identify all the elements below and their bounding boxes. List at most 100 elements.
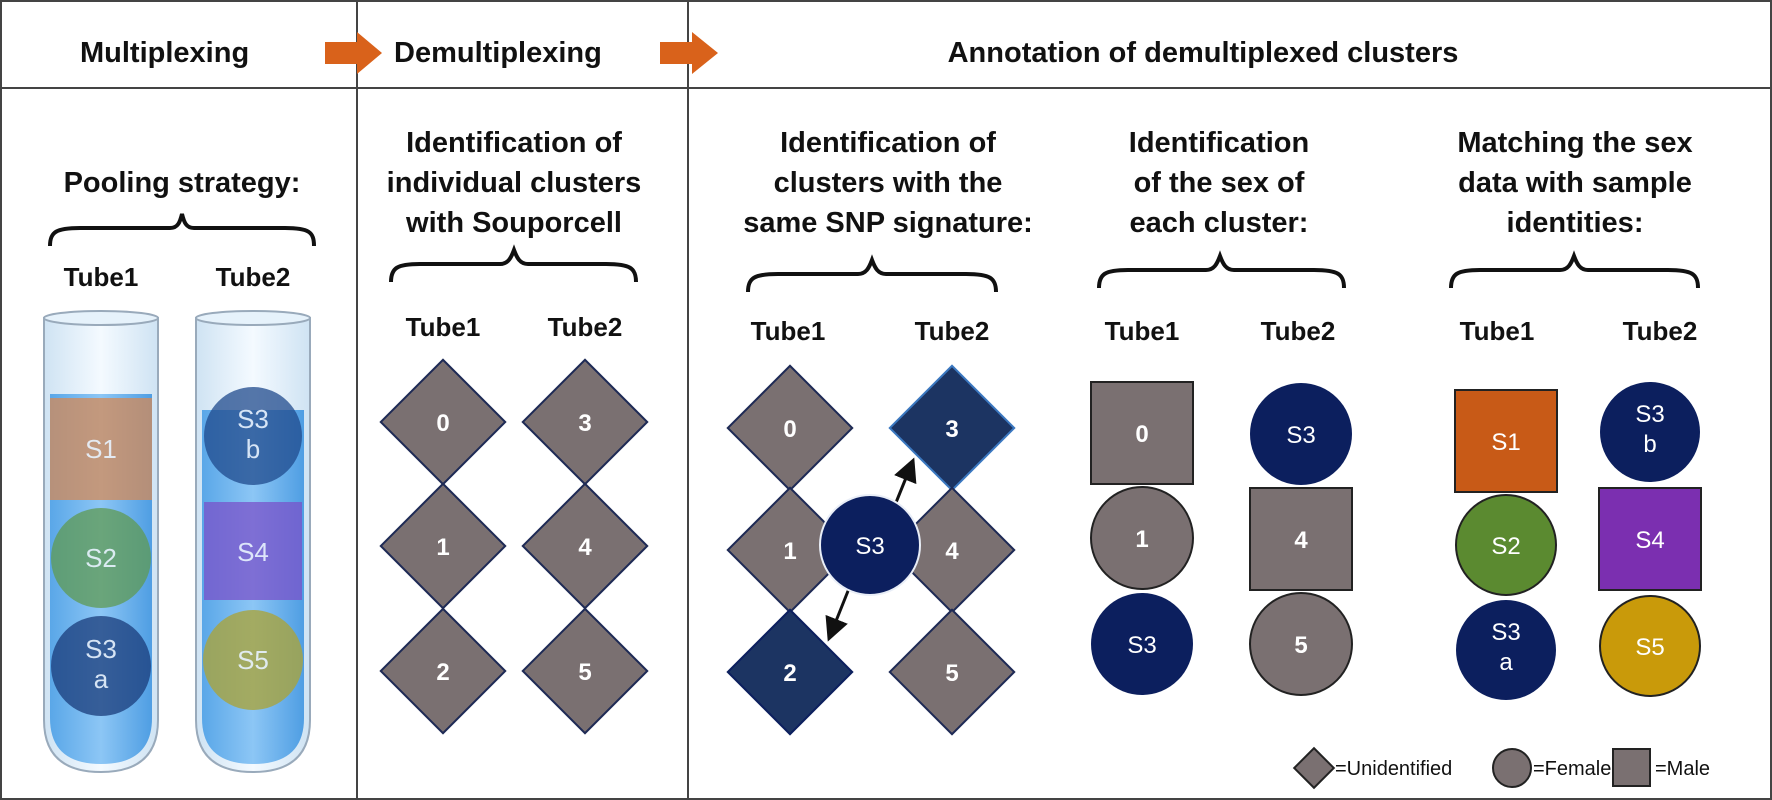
panel-title: same SNP signature: xyxy=(743,207,1033,239)
sample-s5-circle: S5 xyxy=(1599,595,1701,697)
header-row: Multiplexing Demultiplexing Annotation o… xyxy=(80,32,1458,74)
female-cluster-circle: 1 xyxy=(1090,486,1194,590)
svg-text:3: 3 xyxy=(945,416,958,443)
arrow-icon xyxy=(660,32,718,74)
sample-label: a xyxy=(94,664,109,694)
sample-label: S3 xyxy=(85,634,117,664)
svg-text:S2: S2 xyxy=(1491,533,1520,560)
svg-text:3: 3 xyxy=(578,410,591,437)
svg-text:S3: S3 xyxy=(1127,632,1156,659)
test-tube-2: S3 b S4 S5 xyxy=(195,310,311,774)
panel-title: clusters with the xyxy=(774,167,1003,199)
panel-title: identities: xyxy=(1507,207,1644,239)
cluster-diamond: 5 xyxy=(888,608,1016,736)
panel-snp-signature: Identification of clusters with the same… xyxy=(726,127,1033,736)
square-icon xyxy=(1612,748,1651,787)
svg-text:5: 5 xyxy=(578,659,591,686)
svg-text:S3: S3 xyxy=(1286,422,1315,449)
svg-text:0: 0 xyxy=(1135,421,1148,448)
svg-text:b: b xyxy=(1643,431,1656,458)
sample-label: b xyxy=(246,434,260,464)
panel-title: Matching the sex xyxy=(1457,127,1692,159)
svg-text:S3: S3 xyxy=(855,533,884,560)
link-arrow xyxy=(825,585,852,642)
cluster-diamond: 0 xyxy=(379,358,507,486)
svg-text:S4: S4 xyxy=(1635,527,1664,554)
female-cluster-circle: 5 xyxy=(1249,592,1353,696)
panel-title: each cluster: xyxy=(1130,207,1309,239)
tube-label: Tube2 xyxy=(1261,316,1336,346)
svg-text:5: 5 xyxy=(1294,632,1307,659)
svg-text:S1: S1 xyxy=(1491,429,1520,456)
cluster-diamond-matched: 2 xyxy=(726,608,854,736)
sample-label: S4 xyxy=(237,537,269,567)
sample-label: S2 xyxy=(85,543,117,573)
panel-title: individual clusters xyxy=(387,167,642,199)
svg-text:S3: S3 xyxy=(1491,619,1520,646)
sample-s3a-circle: S3 a xyxy=(1456,600,1556,700)
cluster-diamond: 4 xyxy=(521,482,649,610)
panel-title: Identification xyxy=(1129,127,1309,159)
sample-label: S5 xyxy=(237,645,269,675)
brace-icon xyxy=(1097,250,1346,289)
tube-label: Tube1 xyxy=(751,316,826,346)
svg-text:0: 0 xyxy=(436,410,449,437)
circle-icon xyxy=(1492,748,1532,788)
panel-title: with Souporcell xyxy=(405,207,622,239)
diamond-icon xyxy=(1292,746,1336,790)
legend: =Unidentified =Female =Male xyxy=(1292,746,1710,790)
panel-pooling: Pooling strategy: Tube1 Tube2 S1 S2 S3 a… xyxy=(43,167,316,774)
female-cluster-circle: S3 xyxy=(1250,383,1352,485)
header-multiplexing: Multiplexing xyxy=(80,37,249,69)
header-demultiplexing: Demultiplexing xyxy=(394,37,602,69)
legend-label: =Unidentified xyxy=(1335,758,1452,780)
sample-label: S3 xyxy=(237,404,269,434)
tube-label: Tube1 xyxy=(406,312,481,342)
arrow-icon xyxy=(325,32,382,74)
svg-text:1: 1 xyxy=(436,534,449,561)
sample-s2-circle: S2 xyxy=(1455,494,1557,596)
panel-sample-matching: Matching the sex data with sample identi… xyxy=(1449,127,1702,700)
panel-souporcell: Identification of individual clusters wi… xyxy=(379,127,649,735)
svg-text:1: 1 xyxy=(1135,526,1148,553)
panel-title: Identification of xyxy=(406,127,622,159)
brace-icon xyxy=(48,213,316,247)
legend-label: =Male xyxy=(1655,758,1710,780)
tube-label: Tube1 xyxy=(1460,316,1535,346)
sample-s3b-circle: S3b xyxy=(1600,382,1700,482)
tube-label: Tube2 xyxy=(915,316,990,346)
female-cluster-circle: S3 xyxy=(1091,593,1193,695)
svg-text:4: 4 xyxy=(578,534,592,561)
sample-s4-square: S4 xyxy=(1598,487,1702,591)
panel-title: Pooling strategy: xyxy=(64,167,301,199)
legend-label: =Female xyxy=(1533,758,1611,780)
svg-text:4: 4 xyxy=(1294,527,1308,554)
brace-icon xyxy=(746,254,998,293)
svg-text:S5: S5 xyxy=(1635,634,1664,661)
shared-cluster-circle: S3 xyxy=(819,494,921,596)
tube-label: Tube2 xyxy=(548,312,623,342)
cluster-diamond: 1 xyxy=(726,486,854,614)
cluster-diamond: 4 xyxy=(888,486,1016,614)
svg-text:2: 2 xyxy=(783,660,796,687)
male-cluster-square: 0 xyxy=(1090,381,1194,485)
sample-s1-square: S1 xyxy=(1454,389,1558,493)
tube-label: Tube2 xyxy=(216,262,291,292)
header-annotation: Annotation of demultiplexed clusters xyxy=(948,37,1459,69)
cluster-diamond: 2 xyxy=(379,607,507,735)
cluster-diamond: 0 xyxy=(726,364,854,492)
panel-sex-identification: Identification of the sex of each cluste… xyxy=(1090,127,1353,696)
cluster-diamond: 5 xyxy=(521,607,649,735)
panel-title: data with sample xyxy=(1458,167,1692,199)
panel-title: of the sex of xyxy=(1134,167,1305,199)
cluster-diamond: 1 xyxy=(379,482,507,610)
tube-label: Tube1 xyxy=(1105,316,1180,346)
cluster-diamond: 3 xyxy=(521,358,649,486)
link-arrow xyxy=(893,457,917,506)
test-tube-1: S1 S2 S3 a xyxy=(43,310,159,774)
brace-icon xyxy=(1449,250,1700,289)
sample-label: S1 xyxy=(85,434,117,464)
svg-text:a: a xyxy=(1499,649,1513,676)
